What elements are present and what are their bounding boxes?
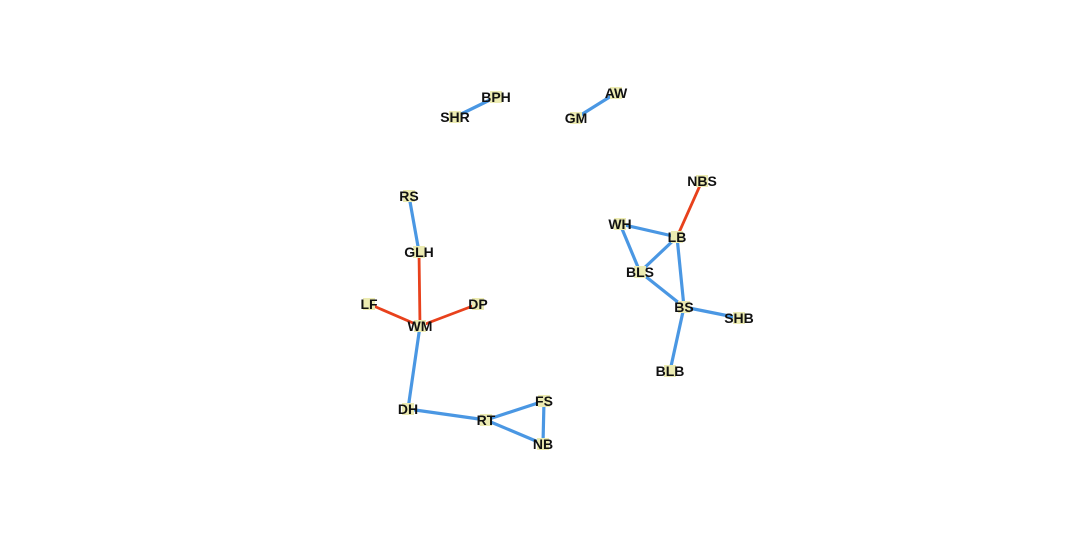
edge-bs-shb xyxy=(682,305,741,320)
edge-dp-wm xyxy=(418,302,480,328)
node-label: WH xyxy=(608,216,631,232)
node-label: BS xyxy=(674,299,693,315)
node-label: BLS xyxy=(626,264,654,280)
node-label: LB xyxy=(668,229,687,245)
nodes-layer: BPH SHR AW GM NBS RS WH LB GLH BLS LF DP BS SHB WM BLB F… xyxy=(360,85,753,452)
edge-rt-fs xyxy=(484,399,546,422)
node-label: FS xyxy=(535,393,553,409)
node-label: AW xyxy=(605,85,628,101)
node-marker xyxy=(449,111,461,123)
node-label: GLH xyxy=(404,244,434,260)
node-shr[interactable]: SHR xyxy=(440,109,470,125)
node-label: SHB xyxy=(724,310,754,326)
node-marker xyxy=(614,218,626,230)
node-fs[interactable]: FS xyxy=(535,393,553,409)
node-marker xyxy=(414,320,426,332)
node-marker xyxy=(472,298,484,310)
node-label: NB xyxy=(533,436,553,452)
edge-nbs-lb xyxy=(675,179,704,239)
node-nb[interactable]: NB xyxy=(533,436,553,452)
edge-lb-bls xyxy=(638,235,679,274)
node-rs[interactable]: RS xyxy=(399,188,418,204)
node-marker xyxy=(490,91,502,103)
node-bph[interactable]: BPH xyxy=(481,89,511,105)
edge-wh-bls xyxy=(618,222,642,274)
node-label: BPH xyxy=(481,89,511,105)
edge-lb-bs xyxy=(675,235,686,309)
node-bls[interactable]: BLS xyxy=(626,264,654,280)
edge-gm-aw xyxy=(574,91,618,120)
edge-fs-nb xyxy=(541,399,546,446)
node-label: GM xyxy=(565,110,588,126)
node-marker xyxy=(363,298,375,310)
node-wh[interactable]: WH xyxy=(608,216,631,232)
edge-lf-wm xyxy=(367,302,422,328)
edge-rt-nb xyxy=(484,418,545,446)
node-label: BLB xyxy=(656,363,685,379)
edge-wm-dh xyxy=(406,324,422,411)
node-label: SHR xyxy=(440,109,470,125)
edge-glh-wm xyxy=(417,250,422,328)
node-marker xyxy=(413,246,425,258)
node-dp[interactable]: DP xyxy=(468,296,487,312)
node-nbs[interactable]: NBS xyxy=(687,173,717,189)
node-marker xyxy=(664,365,676,377)
edge-rs-glh xyxy=(407,194,421,254)
node-marker xyxy=(696,175,708,187)
node-label: DP xyxy=(468,296,487,312)
node-marker xyxy=(538,395,550,407)
node-label: RT xyxy=(477,412,496,428)
node-label: WM xyxy=(408,318,433,334)
node-blb[interactable]: BLB xyxy=(656,363,685,379)
node-marker xyxy=(537,438,549,450)
node-marker xyxy=(402,403,414,415)
node-label: NBS xyxy=(687,173,717,189)
node-label: LF xyxy=(360,296,378,312)
node-lb[interactable]: LB xyxy=(668,229,687,245)
node-shb[interactable]: SHB xyxy=(724,310,754,326)
node-glh[interactable]: GLH xyxy=(404,244,434,260)
node-marker xyxy=(671,231,683,243)
node-marker xyxy=(634,266,646,278)
node-bs[interactable]: BS xyxy=(674,299,693,315)
edges-layer xyxy=(367,91,741,446)
edge-wh-lb xyxy=(618,222,679,239)
node-dh[interactable]: DH xyxy=(398,401,418,417)
edge-bls-bs xyxy=(638,270,686,309)
edge-shr-bph xyxy=(453,95,498,119)
node-marker xyxy=(678,301,690,313)
edge-dh-rt xyxy=(406,407,488,422)
node-marker xyxy=(610,87,622,99)
node-rt[interactable]: RT xyxy=(477,412,496,428)
node-label: RS xyxy=(399,188,418,204)
edge-bs-blb xyxy=(668,305,686,373)
node-aw[interactable]: AW xyxy=(605,85,628,101)
node-marker xyxy=(733,312,745,324)
node-label: DH xyxy=(398,401,418,417)
node-marker xyxy=(480,414,492,426)
node-gm[interactable]: GM xyxy=(565,110,588,126)
node-marker xyxy=(403,190,415,202)
node-lf[interactable]: LF xyxy=(360,296,378,312)
node-wm[interactable]: WM xyxy=(408,318,433,334)
node-marker xyxy=(570,112,582,124)
